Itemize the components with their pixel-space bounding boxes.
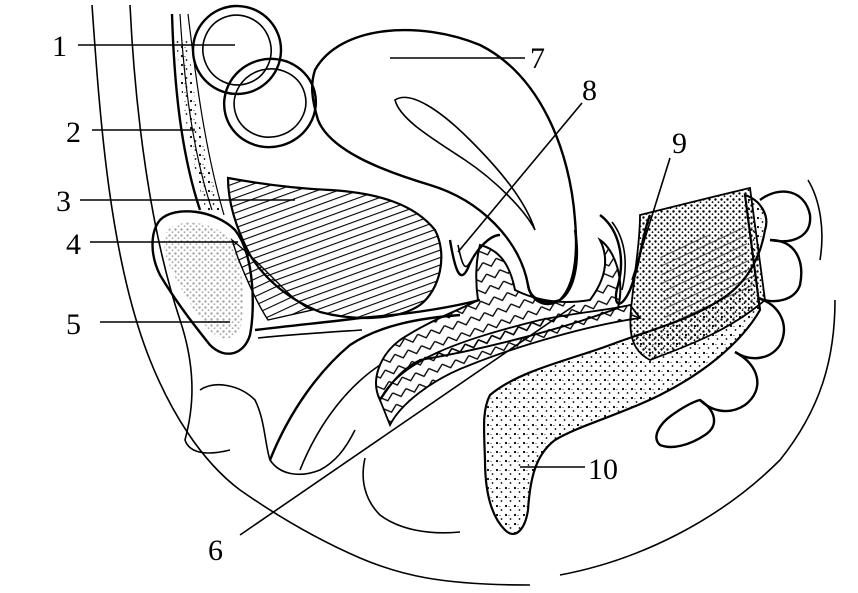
bowel-loop-outer-2 — [222, 57, 318, 149]
label-8: 8 — [582, 74, 597, 107]
fascia-line-a — [170, 13, 202, 211]
urethra-lower — [257, 329, 363, 339]
vesicouterine-pouch-inner — [457, 244, 471, 268]
label-1: 1 — [52, 30, 67, 63]
rectum-stripes — [660, 225, 752, 330]
pelvic-floor-band — [268, 313, 461, 461]
fascia-line-c — [187, 13, 225, 216]
vesicouterine-pouch — [448, 233, 501, 277]
rectouterine-pouch-inner — [611, 221, 626, 291]
label-2: 2 — [66, 116, 81, 149]
cervix — [526, 229, 579, 304]
label-9: 9 — [672, 127, 687, 160]
labia-contour — [199, 384, 356, 476]
fascia-stipple — [176, 40, 222, 214]
retropubic-space — [230, 238, 315, 321]
sacrum-2 — [757, 238, 803, 303]
label-7: 7 — [530, 42, 545, 75]
sacrum-back — [807, 179, 823, 261]
labia-contour-2 — [362, 457, 461, 534]
abdominal-wall-outer — [91, 4, 531, 586]
label-4: 4 — [66, 228, 81, 261]
abdominal-wall-inner — [129, 4, 231, 454]
coccyx — [655, 398, 716, 449]
bowel-loop-inner-2 — [233, 68, 307, 138]
label-10: 10 — [588, 453, 618, 486]
leader-8 — [457, 102, 583, 253]
leader-9 — [631, 157, 671, 281]
bowel-loop-inner-1 — [202, 14, 272, 86]
sacrum-3 — [734, 296, 785, 360]
posterior-contour — [559, 299, 836, 576]
sacrum-4 — [699, 350, 759, 413]
bowel-loop-outer-1 — [191, 4, 283, 96]
urethra — [254, 298, 481, 332]
label-5: 5 — [66, 308, 81, 341]
label-3: 3 — [56, 185, 71, 218]
label-6: 6 — [208, 534, 223, 567]
pubic-symphysis-shade — [163, 222, 243, 339]
pubic-symphysis — [151, 210, 254, 355]
uterine-cavity — [394, 96, 536, 231]
sacrum-1 — [759, 190, 812, 243]
leader-6 — [239, 304, 576, 536]
pelvic-floor-band-2 — [299, 364, 381, 471]
